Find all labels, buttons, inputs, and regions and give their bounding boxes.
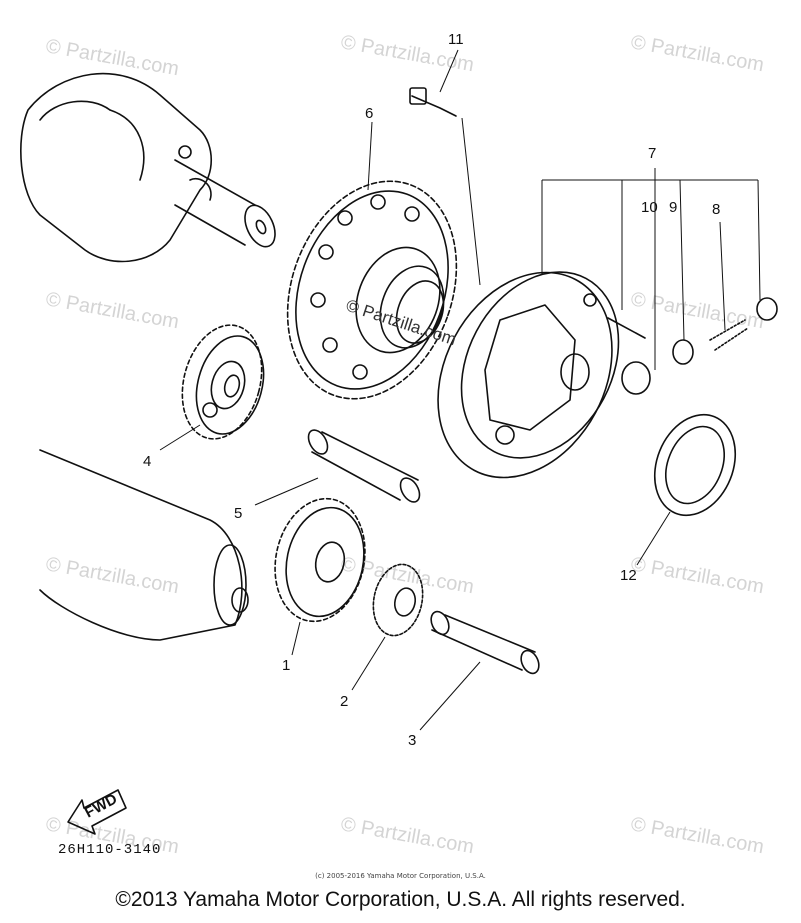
callout-labels: 1 2 3 4 5 6 7 8 9 10 11 12	[143, 31, 720, 749]
starter-driven-gear	[286, 180, 458, 400]
starter-motor-drawing	[39, 449, 249, 641]
callout-12: 12	[620, 567, 637, 584]
clutch-small-parts	[409, 87, 778, 395]
callout-4: 4	[143, 453, 151, 470]
watermark: © Partzilla.com	[629, 31, 766, 76]
crankshaft-drawing	[20, 72, 276, 263]
callout-2: 2	[340, 693, 348, 710]
callout-3: 3	[408, 732, 416, 749]
callout-11: 11	[448, 31, 464, 48]
idler-gear	[181, 324, 265, 440]
callout-5: 5	[234, 505, 242, 522]
idler-shaft	[307, 429, 421, 503]
footer-copyright: ©2013 Yamaha Motor Corporation, U.S.A. A…	[115, 888, 686, 911]
watermark: © Partzilla.com	[44, 288, 181, 333]
watermark: © Partzilla.com	[339, 553, 476, 598]
watermark-center: © Partzilla.com	[344, 296, 459, 349]
starter-clutch-assembly	[437, 271, 620, 479]
callout-6: 6	[365, 105, 373, 122]
callout-7: 7	[648, 145, 656, 162]
watermark-layer: © Partzilla.com © Partzilla.com © Partzi…	[44, 31, 766, 858]
watermark: © Partzilla.com	[44, 553, 181, 598]
callout-9: 9	[669, 199, 677, 216]
callout-10: 10	[641, 199, 658, 216]
drawing-number: 26H110-3140	[58, 842, 162, 858]
drive-gears	[274, 497, 540, 675]
leader-lines	[159, 49, 761, 731]
watermark: © Partzilla.com	[629, 813, 766, 858]
small-copyright: (c) 2005-2016 Yamaha Motor Corporation, …	[315, 872, 486, 880]
callout-8: 8	[712, 201, 720, 218]
thrust-washer	[653, 413, 737, 517]
callout-1: 1	[282, 657, 290, 674]
watermark: © Partzilla.com	[629, 288, 766, 333]
watermark: © Partzilla.com	[339, 813, 476, 858]
fwd-label: FWD	[82, 790, 120, 821]
watermark: © Partzilla.com	[629, 553, 766, 598]
